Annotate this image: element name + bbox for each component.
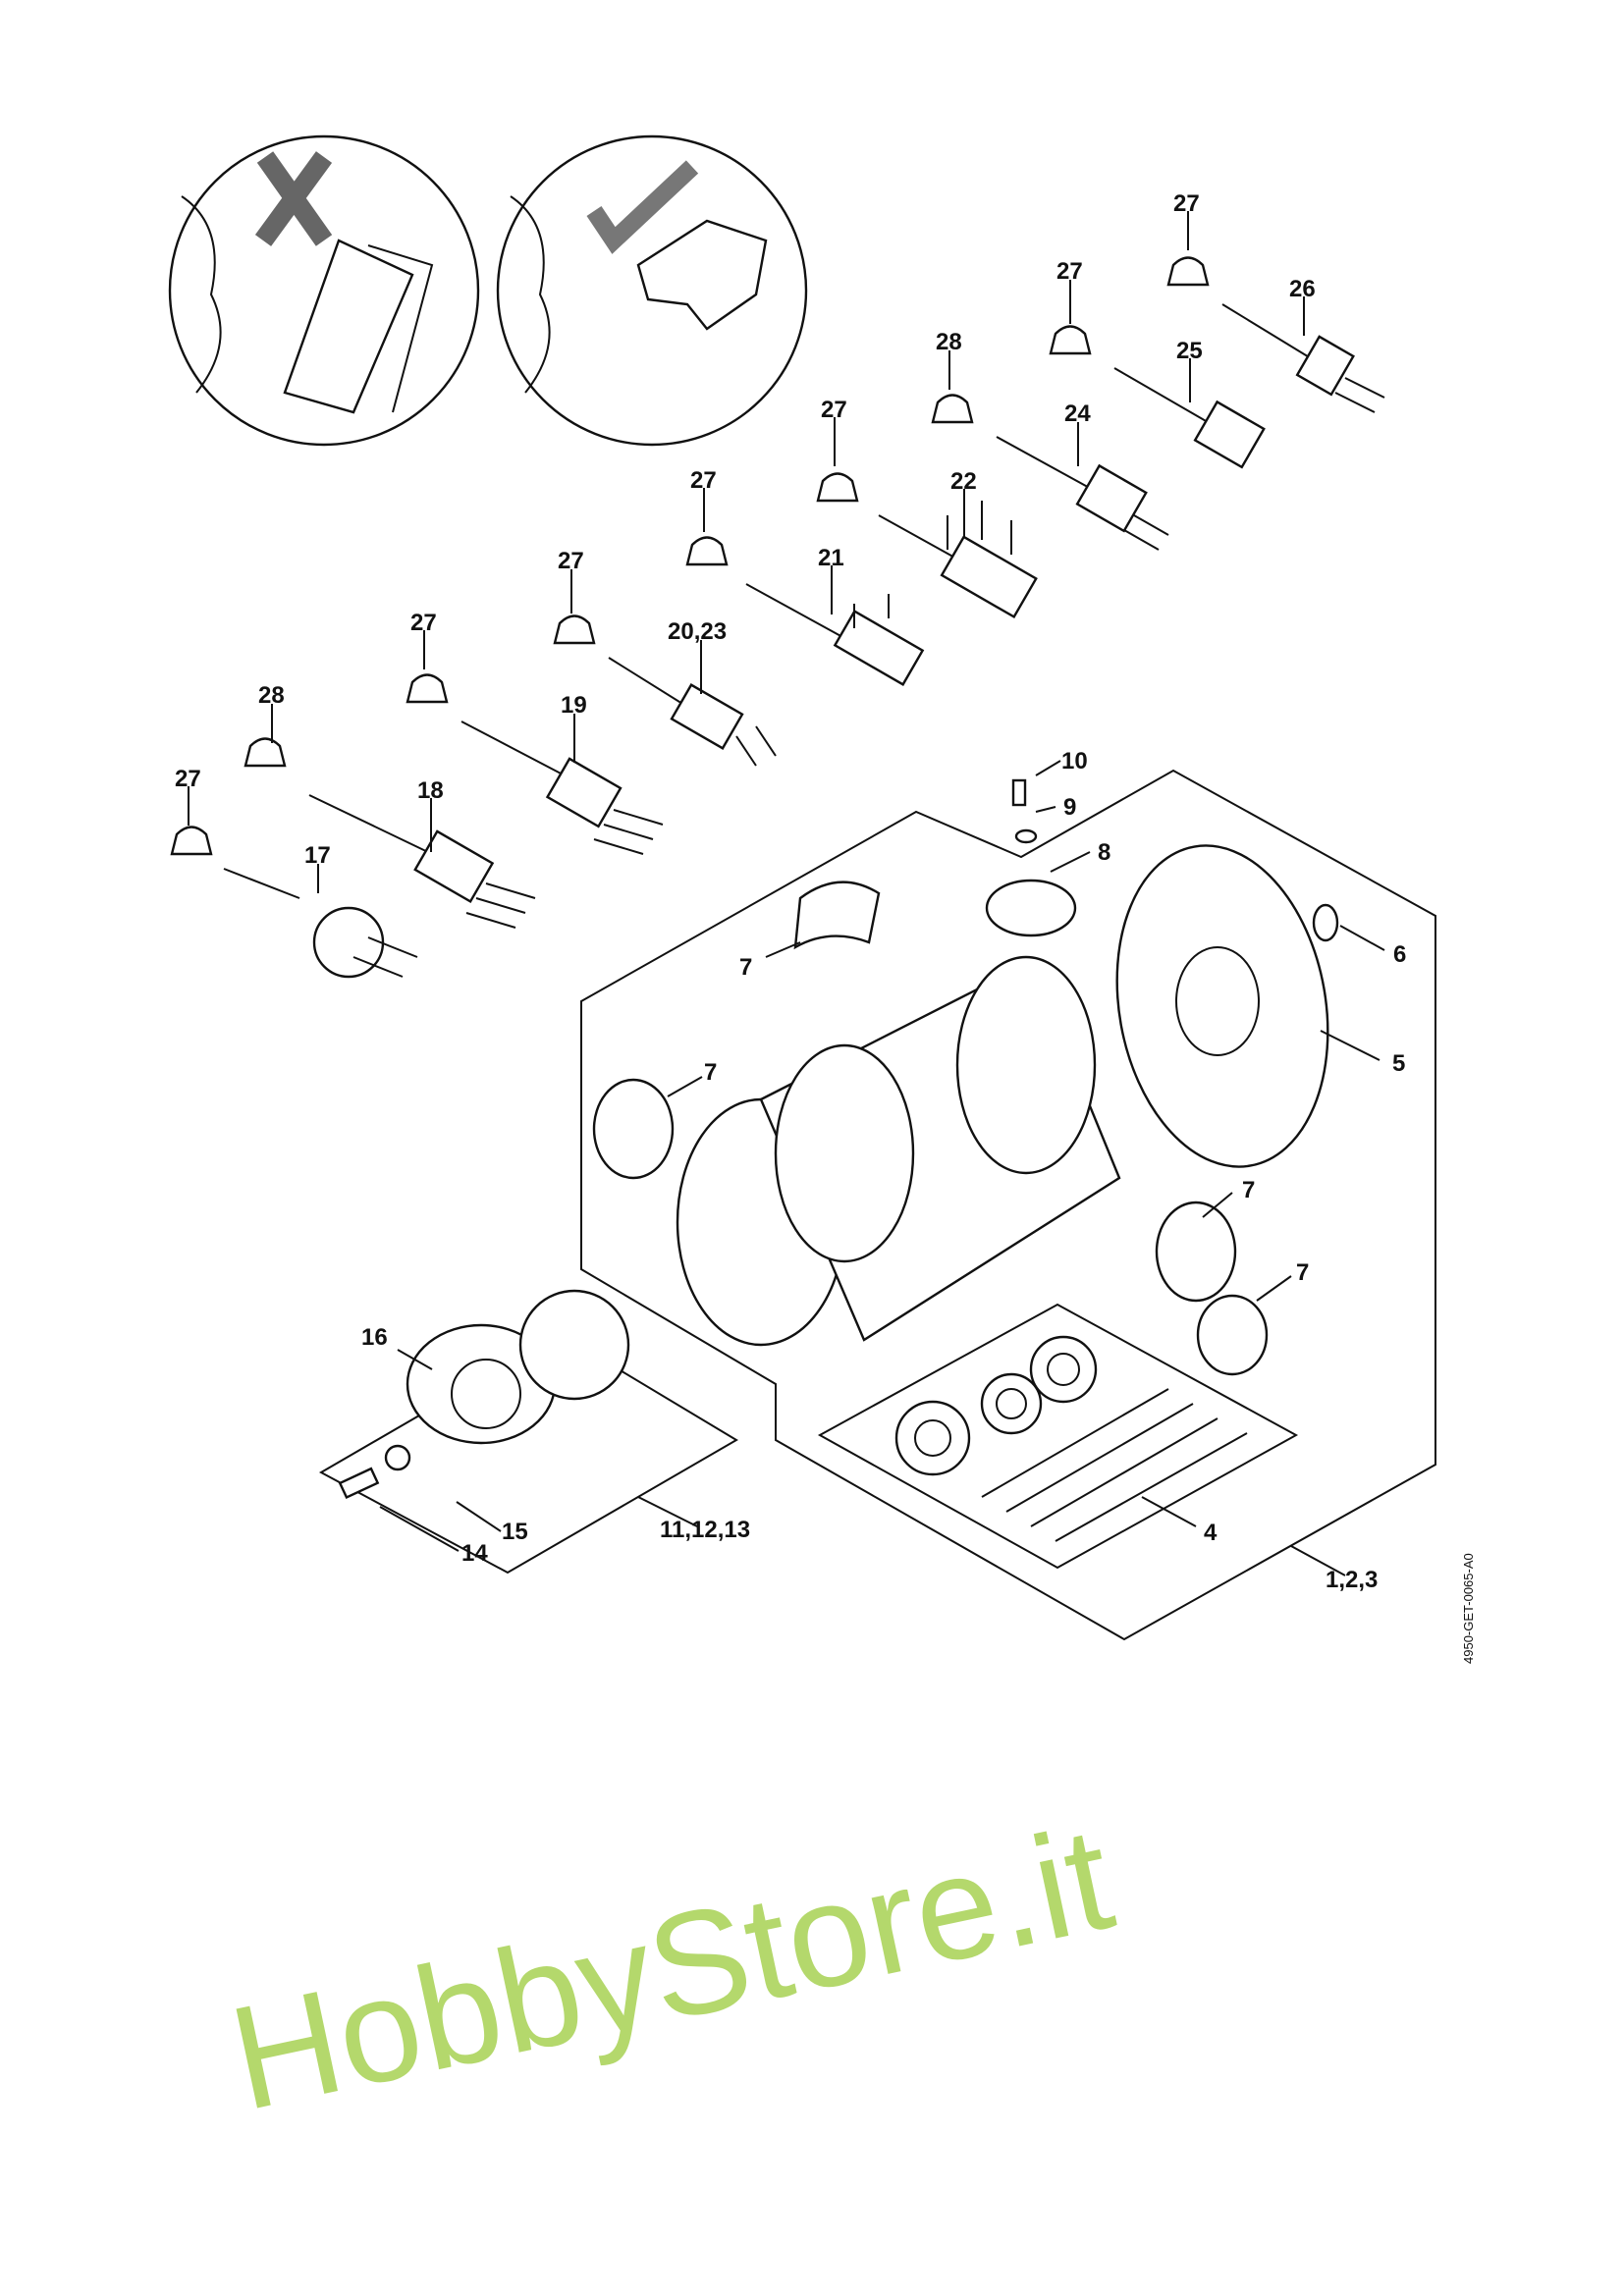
inset-wrong-mounting	[168, 134, 480, 447]
seal-ring	[985, 879, 1077, 937]
callout-27: 27	[821, 397, 847, 423]
callout-7: 7	[1242, 1177, 1255, 1203]
inset-correct-mounting	[496, 134, 808, 447]
callout-25: 25	[1176, 338, 1203, 364]
motor	[676, 955, 1121, 1347]
callout-21: 21	[818, 545, 844, 571]
callout-16: 16	[361, 1324, 388, 1351]
callout-17: 17	[304, 842, 331, 869]
callout-15: 15	[502, 1519, 528, 1545]
callout-27: 27	[175, 766, 201, 792]
callout-18: 18	[417, 777, 444, 804]
cord-clip	[170, 256, 1210, 856]
callout-28: 28	[936, 329, 962, 355]
callout-19: 19	[561, 692, 587, 719]
bearing-kit-box	[817, 1303, 1299, 1570]
callout-27: 27	[558, 548, 584, 574]
callout-7: 7	[704, 1059, 717, 1086]
callout-8: 8	[1098, 839, 1110, 866]
bearings	[894, 1335, 1248, 1542]
callout-10: 10	[1061, 748, 1088, 774]
power-cords	[170, 256, 1385, 979]
seal-parts	[338, 1289, 630, 1500]
callout-6: 6	[1393, 941, 1406, 968]
callout-14: 14	[461, 1540, 488, 1567]
callout-11-12-13: 11,12,13	[660, 1517, 750, 1543]
rubber-buffer	[1196, 1294, 1269, 1376]
callout-1-2-3: 1,2,3	[1326, 1567, 1378, 1593]
callout-27: 27	[410, 610, 437, 636]
rubber-buffer	[1155, 1201, 1237, 1303]
fan	[1115, 844, 1329, 1168]
callout-24: 24	[1064, 400, 1091, 427]
callout-4: 4	[1204, 1520, 1218, 1546]
callout-5: 5	[1392, 1050, 1405, 1077]
callout-28: 28	[258, 682, 285, 709]
callout-7: 7	[739, 954, 752, 981]
callout-22: 22	[950, 468, 977, 495]
brush-holder	[592, 1078, 675, 1180]
checkmark-icon	[586, 160, 699, 254]
drawing-code: 4950-GET-0065-A0	[1461, 1553, 1476, 1664]
callout-labels: 27 26 27 25 28 24 27 22 27 21 27 20,23 2…	[175, 190, 1406, 1593]
watermark: HobbyStore.it	[218, 1794, 1125, 2141]
carbon-brush	[793, 881, 881, 950]
callout-27: 27	[690, 467, 717, 494]
motor-assembly-box	[580, 769, 1436, 1641]
callout-27: 27	[1173, 190, 1200, 217]
callout-27: 27	[1056, 258, 1083, 285]
cross-icon	[254, 151, 333, 246]
washer	[1014, 828, 1038, 844]
callout-26: 26	[1289, 276, 1316, 302]
circlip	[1312, 903, 1339, 942]
callout-7: 7	[1296, 1259, 1309, 1286]
callout-20-23: 20,23	[668, 618, 727, 645]
callout-9: 9	[1063, 794, 1076, 821]
screw	[1011, 778, 1027, 807]
leader-lines	[188, 211, 1385, 1576]
